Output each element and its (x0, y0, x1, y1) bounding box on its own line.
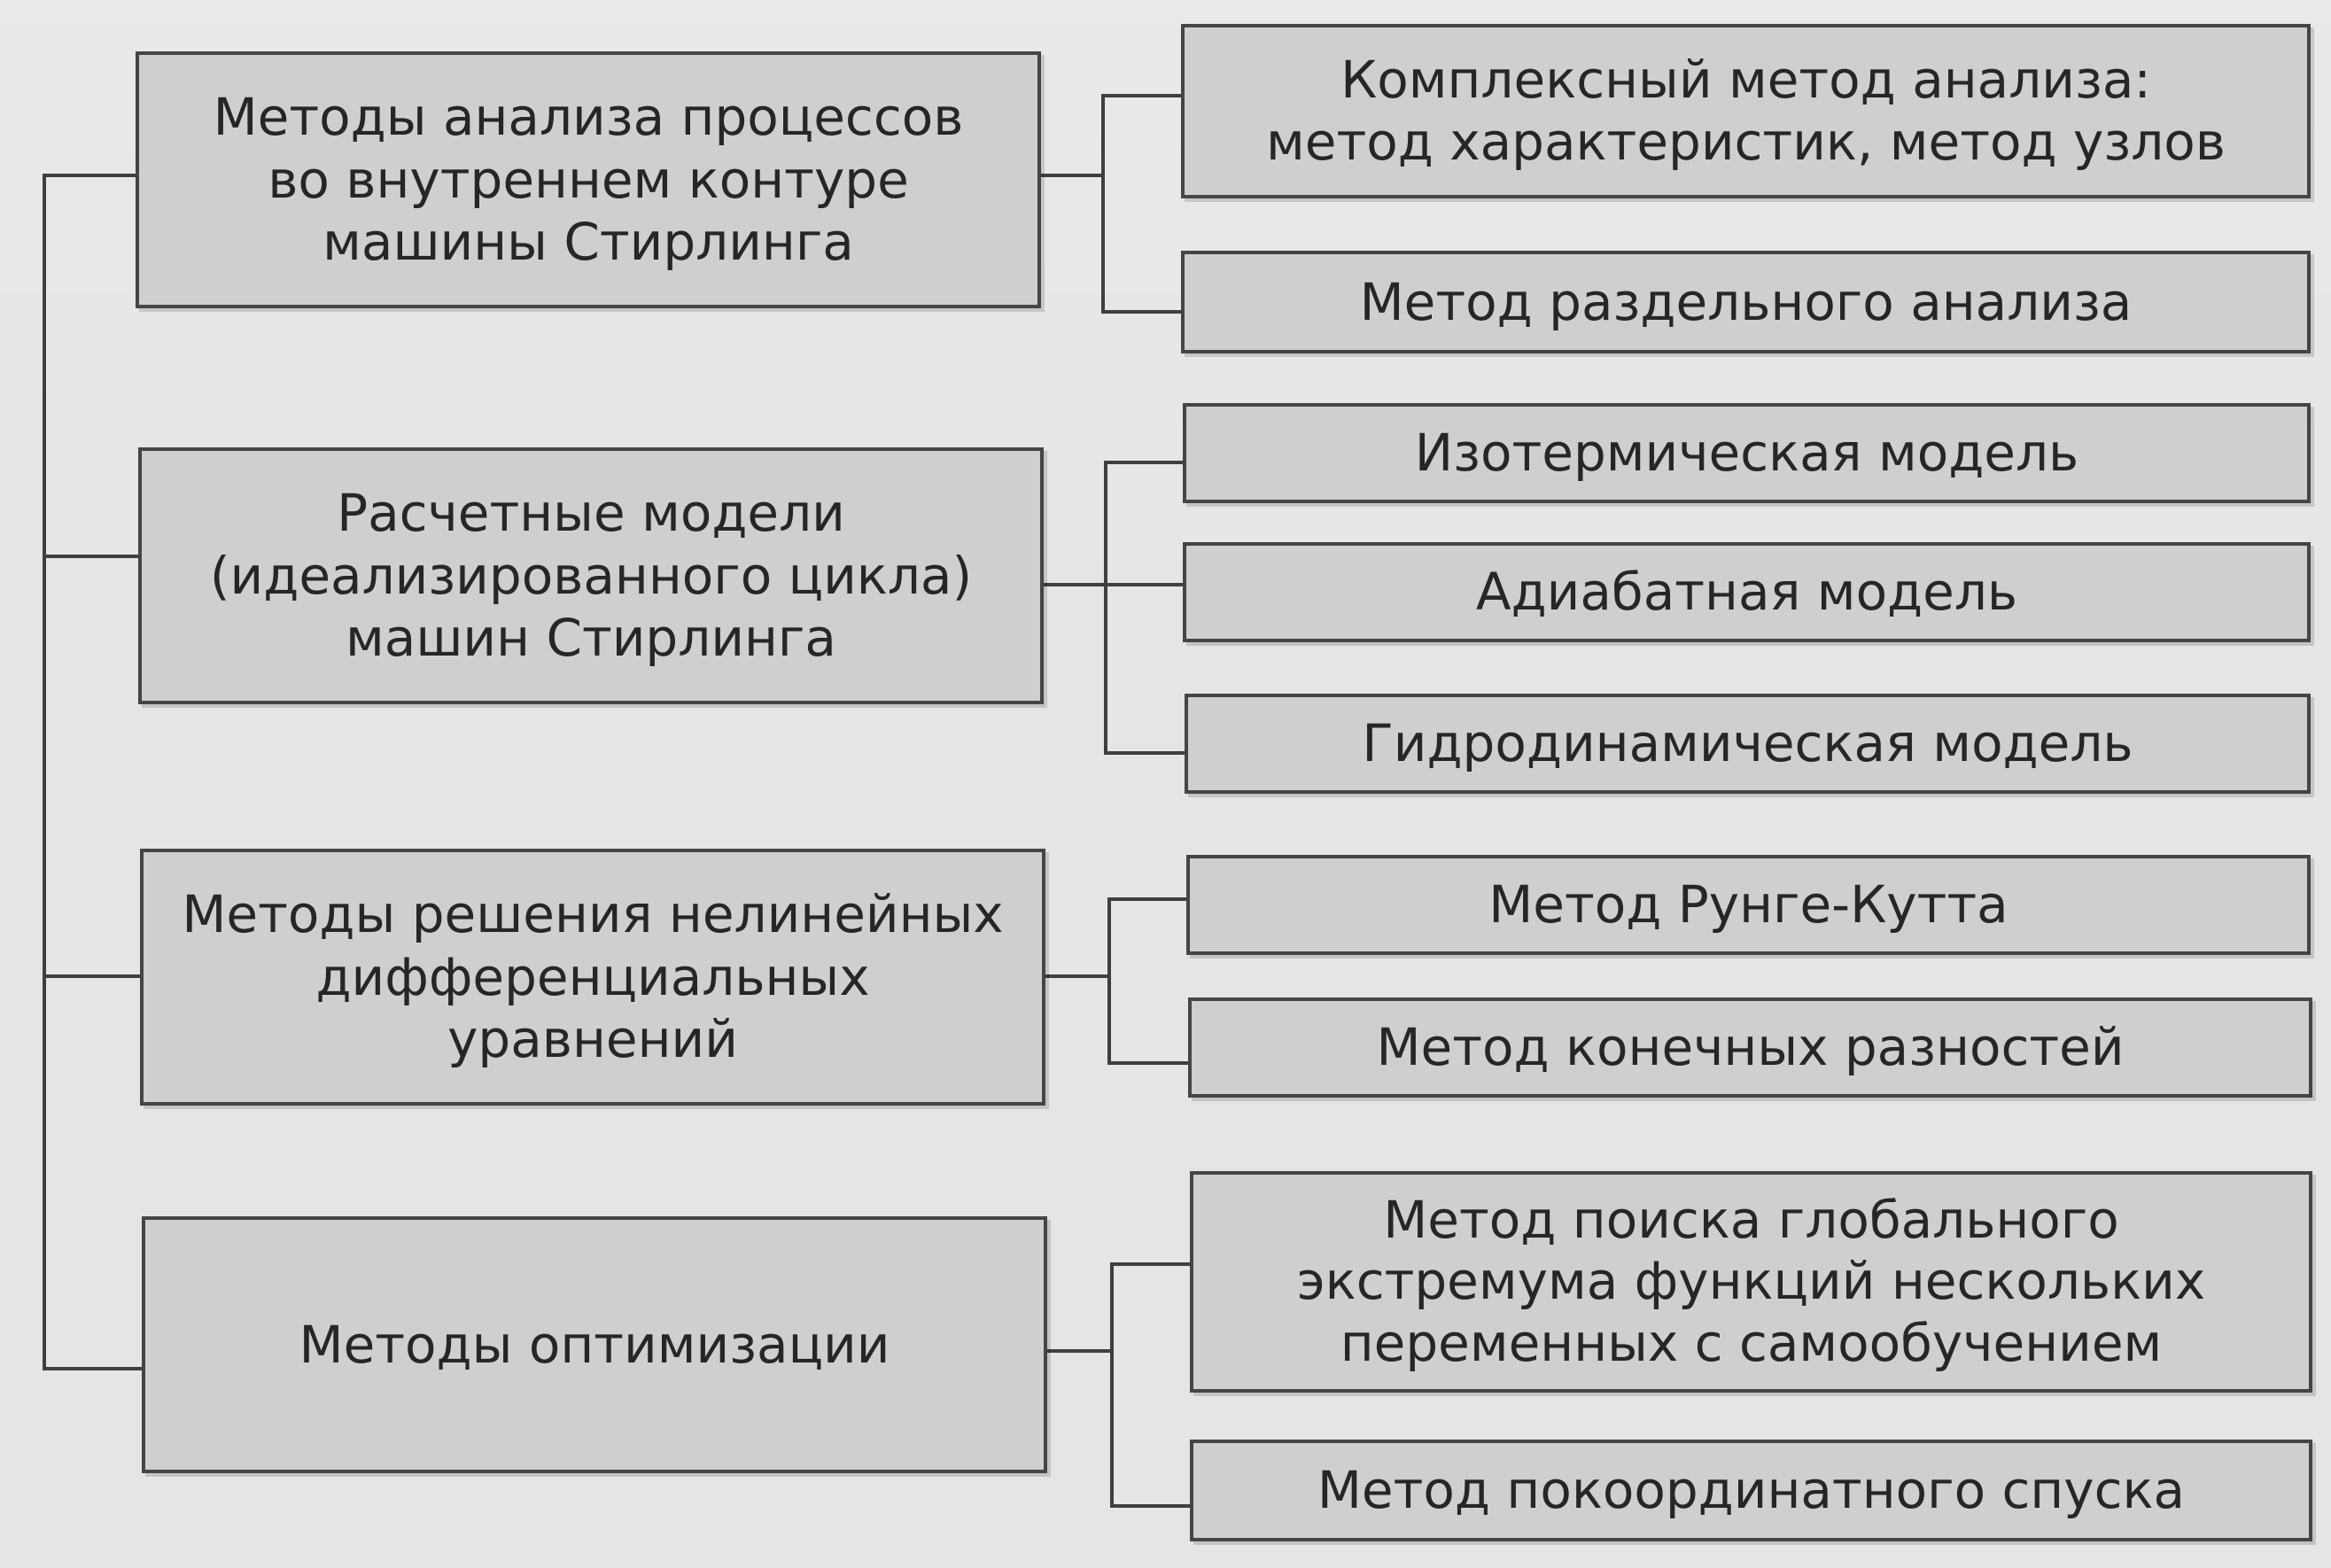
group-2-item-1: Изотермическая модель (1183, 403, 2311, 503)
group-3-box: Методы решения нелинейных дифференциальн… (140, 849, 1045, 1106)
group-1-item-2: Метод раздельного анализа (1181, 251, 2311, 353)
group-1-label: Методы анализа процессов во внутреннем к… (213, 86, 964, 273)
group-1-item-2-label: Метод раздельного анализа (1359, 271, 2133, 332)
group-4-item-1: Метод поиска глобального экстремума функ… (1190, 1171, 2312, 1393)
group-2-box: Расчетные модели (идеализированного цикл… (138, 447, 1044, 704)
group-1-item-1: Комплексный метод анализа: метод характе… (1181, 24, 2311, 198)
group-4-item-1-label: Метод поиска глобального экстремума функ… (1296, 1189, 2206, 1373)
group-4-item-2: Метод покоординатного спуска (1190, 1440, 2312, 1541)
group-2-item-1-label: Изотермическая модель (1414, 423, 2079, 484)
group-2-label: Расчетные модели (идеализированного цикл… (209, 482, 973, 669)
group-1-item-1-label: Комплексный метод анализа: метод характе… (1266, 49, 2226, 172)
group-1-box: Методы анализа процессов во внутреннем к… (136, 51, 1041, 308)
group-4-label: Методы оптимизации (299, 1314, 890, 1375)
group-3-label: Методы решения нелинейных дифференциальн… (182, 883, 1004, 1070)
group-4-item-2-label: Метод покоординатного спуска (1317, 1460, 2186, 1521)
group-2-item-2: Адиабатная модель (1183, 542, 2311, 642)
group-3-item-1-label: Метод Рунге-Кутта (1488, 874, 2009, 935)
group-2-item-3-label: Гидродинамическая модель (1362, 713, 2133, 774)
group-2-item-2-label: Адиабатная модель (1475, 562, 2018, 623)
group-3-item-2: Метод конечных разностей (1188, 997, 2312, 1098)
group-3-item-1: Метод Рунге-Кутта (1186, 855, 2311, 955)
group-4-box: Методы оптимизации (142, 1216, 1047, 1473)
group-3-item-2-label: Метод конечных разностей (1376, 1017, 2125, 1078)
group-2-item-3: Гидродинамическая модель (1185, 694, 2311, 794)
